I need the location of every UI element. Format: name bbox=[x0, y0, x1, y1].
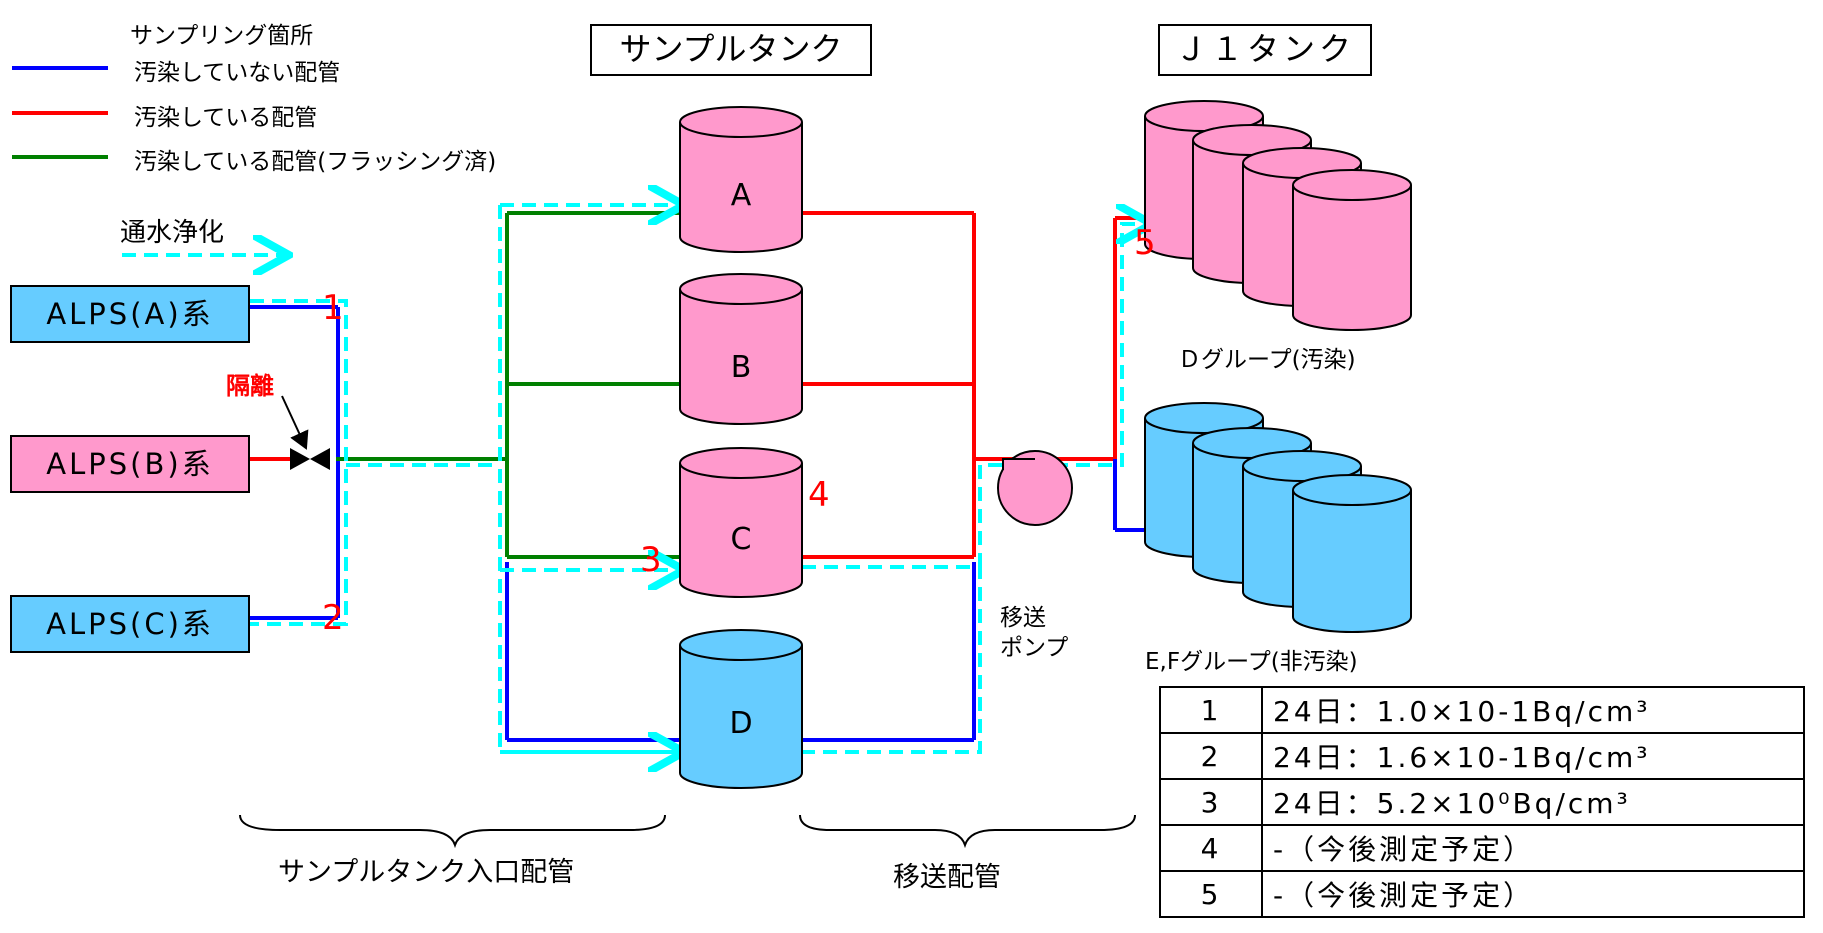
sampling-point-5: 5 bbox=[1134, 223, 1156, 263]
isolation-pointer bbox=[281, 395, 309, 450]
alps-a-box: ALPS(A)系 bbox=[10, 285, 250, 343]
tank-a-label: A bbox=[730, 178, 752, 213]
tank-c-label: C bbox=[730, 522, 752, 557]
measurement-results-table: 1 24日：1.0×10-1Bq/cm³ 2 24日：1.6×10-1Bq/cm… bbox=[1159, 686, 1805, 918]
isolation-valve bbox=[290, 448, 330, 470]
sampling-point-1: 1 bbox=[322, 288, 344, 328]
flushing-route bbox=[250, 205, 1148, 752]
ef-group-label: E,Fグループ(非汚染) bbox=[1145, 649, 1358, 675]
brace-inlet bbox=[239, 814, 666, 849]
sample-tank-b bbox=[679, 273, 803, 425]
legend-label-flushed: 汚染している配管(フラッシング済) bbox=[134, 149, 497, 175]
sample-tank-d bbox=[679, 629, 803, 789]
alps-c-box: ALPS(C)系 bbox=[10, 595, 250, 653]
transfer-piping-label: 移送配管 bbox=[893, 862, 1001, 893]
result-point: 4 bbox=[1159, 824, 1263, 872]
pump-label-line1: 移送 bbox=[1000, 605, 1046, 631]
sample-tank-title: サンプルタンク bbox=[590, 24, 872, 76]
legend-header: サンプリング箇所 bbox=[130, 23, 314, 49]
result-value: 24日：5.2×10⁰Bq/cm³ bbox=[1261, 778, 1805, 826]
alps-b-box: ALPS(B)系 bbox=[10, 435, 250, 493]
j1-tank-title: Ｊ１タンク bbox=[1158, 24, 1372, 76]
isolation-label: 隔離 bbox=[226, 372, 274, 400]
table-row: 4 -（今後測定予定） bbox=[1159, 824, 1805, 872]
sampling-point-2: 2 bbox=[322, 598, 344, 638]
j1-d-group-tanks bbox=[1144, 100, 1412, 331]
brace-transfer bbox=[799, 814, 1136, 849]
result-value: 24日：1.6×10-1Bq/cm³ bbox=[1261, 732, 1805, 780]
result-value: -（今後測定予定） bbox=[1261, 870, 1805, 918]
table-row: 1 24日：1.0×10-1Bq/cm³ bbox=[1159, 686, 1805, 734]
pump-label-line2: ポンプ bbox=[1000, 635, 1069, 661]
inlet-piping-label: サンプルタンク入口配管 bbox=[278, 857, 575, 888]
sampling-point-3: 3 bbox=[640, 540, 662, 580]
table-row: 3 24日：5.2×10⁰Bq/cm³ bbox=[1159, 778, 1805, 826]
result-value: -（今後測定予定） bbox=[1261, 824, 1805, 872]
legend-label-uncontaminated: 汚染していない配管 bbox=[134, 60, 341, 86]
transfer-pump bbox=[997, 450, 1073, 526]
sample-tank-c bbox=[679, 447, 803, 598]
legend-flow-label: 通水浄化 bbox=[120, 218, 225, 248]
result-value: 24日：1.0×10-1Bq/cm³ bbox=[1261, 686, 1805, 734]
result-point: 3 bbox=[1159, 778, 1263, 826]
legend-label-contaminated: 汚染している配管 bbox=[134, 105, 318, 131]
result-point: 1 bbox=[1159, 686, 1263, 734]
d-group-label: Ｄグループ(汚染) bbox=[1178, 347, 1356, 373]
table-row: 5 -（今後測定予定） bbox=[1159, 870, 1805, 918]
sample-tank-a bbox=[679, 106, 803, 253]
tank-b-label: B bbox=[730, 350, 752, 385]
sampling-point-4: 4 bbox=[808, 475, 830, 515]
result-point: 5 bbox=[1159, 870, 1263, 918]
table-row: 2 24日：1.6×10-1Bq/cm³ bbox=[1159, 732, 1805, 780]
result-point: 2 bbox=[1159, 732, 1263, 780]
tank-d-label: D bbox=[729, 706, 753, 741]
j1-ef-group-tanks bbox=[1144, 402, 1412, 633]
